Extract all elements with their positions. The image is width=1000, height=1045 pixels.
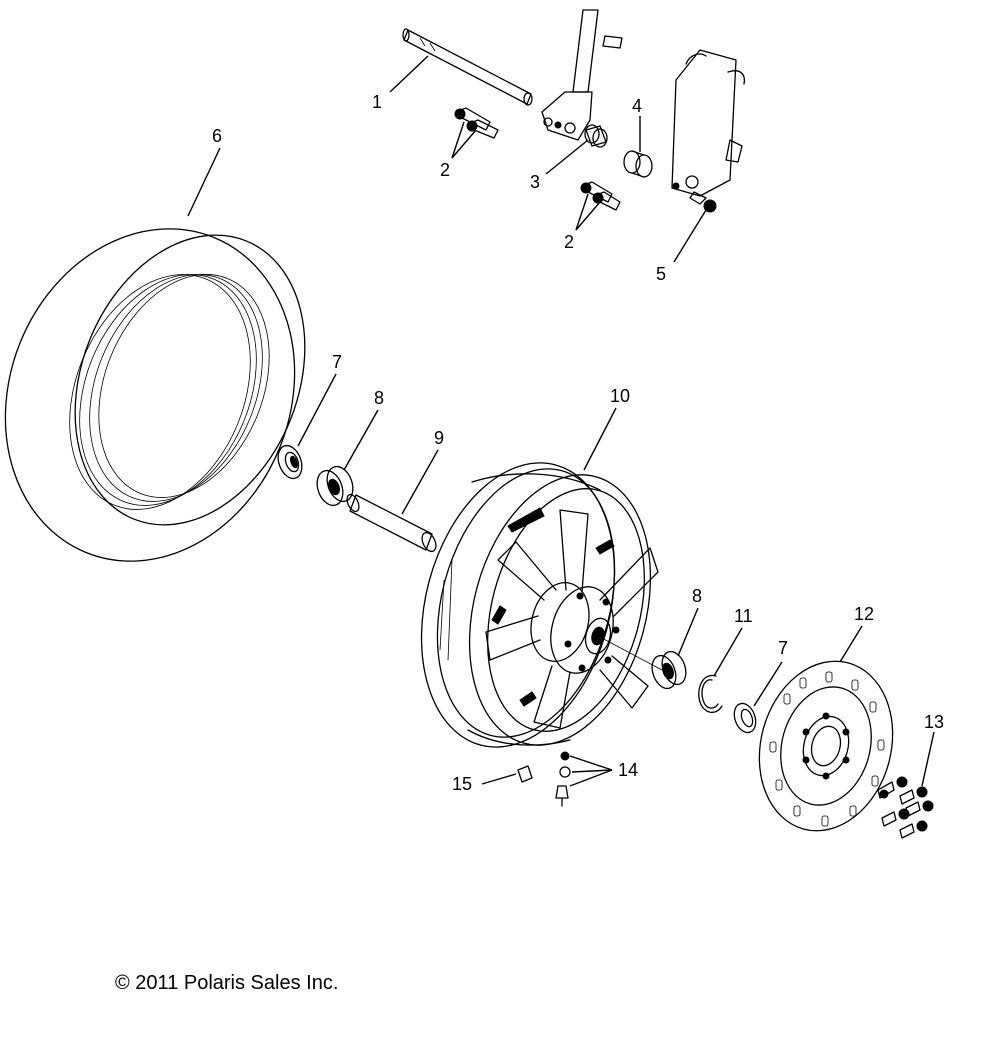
callout-12: 12 xyxy=(854,604,874,624)
part-fork-leg-left xyxy=(541,9,623,141)
callout-1: 1 xyxy=(372,92,382,112)
part-axle xyxy=(402,28,533,106)
callout-2-lower: 2 xyxy=(564,232,574,252)
part-spacer-right xyxy=(623,150,653,178)
callout-2-upper: 2 xyxy=(440,160,450,180)
part-seal-left xyxy=(277,444,303,480)
callout-8-right: 8 xyxy=(692,586,702,606)
part-fork-leg-right xyxy=(671,49,746,197)
callout-4: 4 xyxy=(632,96,642,116)
callout-7-left: 7 xyxy=(332,352,342,372)
callout-13: 13 xyxy=(924,712,944,732)
part-bearing-left xyxy=(316,465,354,507)
callout-15: 15 xyxy=(452,774,472,794)
part-disc-bolts xyxy=(877,776,934,839)
callout-6: 6 xyxy=(212,126,222,146)
part-valve-stem xyxy=(555,751,571,807)
part-brake-disc xyxy=(758,660,894,832)
callout-10: 10 xyxy=(610,386,630,406)
part-wheel-rim xyxy=(420,462,659,748)
axis-line xyxy=(597,635,663,671)
callout-7-right: 7 xyxy=(778,638,788,658)
part-balance-weight xyxy=(517,765,533,783)
part-tire xyxy=(4,228,306,562)
callout-3: 3 xyxy=(530,172,540,192)
callout-8-left: 8 xyxy=(374,388,384,408)
part-axle-pinch-bolt xyxy=(689,191,717,213)
callout-9: 9 xyxy=(434,428,444,448)
part-spacer-tube xyxy=(346,493,437,553)
part-seal-right xyxy=(733,702,757,734)
part-bearing-right xyxy=(651,650,687,690)
part-pinch-bolts-lower xyxy=(580,181,621,211)
callout-11: 11 xyxy=(734,606,753,626)
part-pinch-bolts-upper xyxy=(454,107,499,139)
callout-5: 5 xyxy=(656,264,666,284)
callout-14: 14 xyxy=(618,760,638,780)
part-spacer xyxy=(584,124,608,148)
part-snap-ring xyxy=(698,674,723,713)
copyright-notice: © 2011 Polaris Sales Inc. xyxy=(115,972,339,994)
leader-lines xyxy=(187,55,935,787)
